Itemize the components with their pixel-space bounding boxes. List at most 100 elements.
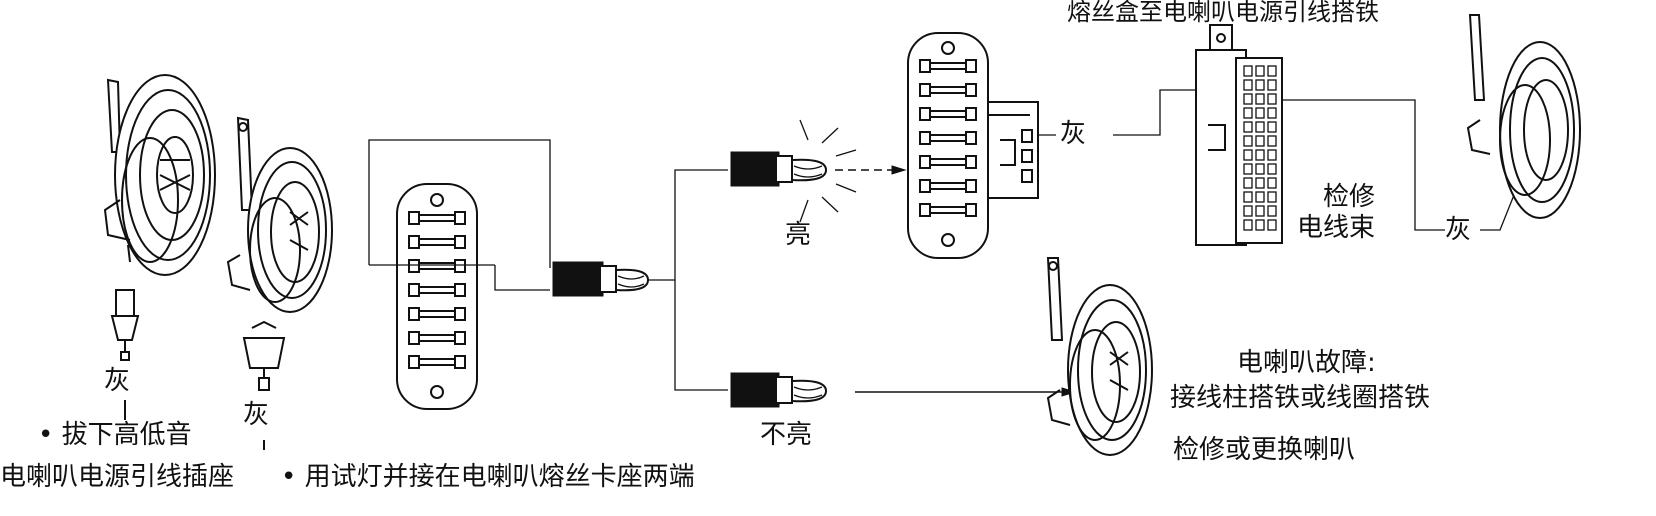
fuse-terminal — [408, 259, 420, 273]
harness-pin — [1255, 149, 1265, 161]
harness-pin — [1243, 177, 1253, 189]
harness-pin — [1267, 107, 1277, 119]
fuse-terminal — [965, 59, 977, 73]
light-rays — [799, 119, 857, 223]
label-lit: 亮 — [785, 220, 812, 250]
harness-pin — [1267, 219, 1277, 231]
label-repair-harness-2: 电线束 — [1297, 213, 1376, 243]
harness-pin — [1255, 65, 1265, 77]
wire-top-loop — [368, 139, 551, 268]
harness-pin — [1243, 135, 1253, 147]
fuse-terminal — [408, 211, 420, 225]
horn-left-large — [103, 74, 216, 276]
fuse-terminal — [965, 179, 977, 193]
wire-harness-to-horn — [1282, 99, 1445, 231]
fuse-terminal — [919, 179, 931, 193]
harness-pin — [1267, 65, 1277, 77]
harness-pin — [1267, 163, 1277, 175]
plug-left — [110, 289, 140, 420]
fuse-terminal — [965, 83, 977, 97]
fuse-terminal — [408, 307, 420, 321]
harness-pin — [1267, 79, 1277, 91]
harness-pin — [1255, 163, 1265, 175]
harness-pin — [1255, 191, 1265, 203]
label-top-title: 熔丝盒至电喇叭电源引线搭铁 — [1067, 0, 1379, 26]
fuse-terminal — [408, 355, 420, 369]
harness-pin — [1255, 93, 1265, 105]
fuse-terminal — [454, 355, 466, 369]
fuse-terminal — [965, 155, 977, 169]
label-step1-detail: 电喇叭电源引线插座 — [0, 462, 235, 492]
label-gray-left: 灰 — [104, 366, 131, 396]
harness-pin — [1243, 107, 1253, 119]
fuse-terminal — [408, 331, 420, 345]
fuse-terminal — [919, 83, 931, 97]
fuse-terminal — [919, 131, 931, 145]
harness-pin — [1255, 121, 1265, 133]
harness-pin — [1243, 205, 1253, 217]
fuse-terminal — [919, 203, 931, 217]
fuse-block-right — [907, 32, 1039, 259]
fuse-terminal — [454, 307, 466, 321]
fuse-terminal — [454, 235, 466, 249]
fuse-terminal — [454, 211, 466, 225]
fuse-terminal — [454, 283, 466, 297]
harness-pin — [1255, 107, 1265, 119]
fuse-terminal — [965, 203, 977, 217]
label-gray-right: 灰 — [243, 400, 270, 430]
harness-pin — [1267, 177, 1277, 189]
fuse-terminal — [919, 107, 931, 121]
arrow-lit-to-fuse — [835, 165, 907, 175]
fuse-terminal — [919, 155, 931, 169]
fuse-block-middle — [396, 183, 478, 410]
label-step1-bullet: • 拔下高低音 — [38, 420, 192, 450]
harness-pin — [1267, 191, 1277, 203]
fuse-terminal — [965, 131, 977, 145]
label-step2-bullet: • 用试灯并接在电喇叭熔丝卡座两端 — [281, 462, 695, 492]
harness-pin — [1267, 93, 1277, 105]
fuse-terminal — [408, 235, 420, 249]
plug-right — [242, 320, 286, 450]
label-not-lit: 不亮 — [760, 420, 813, 450]
harness-pin — [1243, 121, 1253, 133]
fuse-terminal — [454, 259, 466, 273]
horn-right-bottom — [1046, 257, 1153, 456]
arrow-unlit-to-horn — [855, 387, 1077, 397]
harness-pin — [1255, 205, 1265, 217]
harness-pin — [1267, 135, 1277, 147]
wire-gray-right — [1113, 89, 1205, 136]
wire-branch-up — [648, 169, 728, 281]
label-gray-connector: 灰 — [1060, 119, 1087, 149]
wire-fuse-to-lamp-b — [494, 265, 550, 291]
harness-pin — [1243, 93, 1253, 105]
harness-pin — [1243, 79, 1253, 91]
harness-pin — [1255, 135, 1265, 147]
harness-pin — [1243, 149, 1253, 161]
fuse-terminal — [919, 59, 931, 73]
label-fault-action: 检修或更换喇叭 — [1173, 435, 1356, 465]
label-repair-harness-1: 检修 — [1323, 182, 1376, 212]
harness-pin — [1243, 219, 1253, 231]
test-lamp-lit — [730, 151, 828, 187]
fuse-terminal — [408, 283, 420, 297]
harness-pin — [1255, 219, 1265, 231]
harness-pin — [1255, 79, 1265, 91]
fuse-terminal — [454, 331, 466, 345]
harness-pin — [1243, 163, 1253, 175]
fuse-terminal — [965, 107, 977, 121]
test-lamp-middle — [552, 261, 650, 297]
harness-pin — [1243, 65, 1253, 77]
harness-pin — [1267, 121, 1277, 133]
harness-pin — [1255, 177, 1265, 189]
horn-right-top — [1466, 14, 1581, 219]
label-gray-harness: 灰 — [1445, 215, 1472, 245]
harness-pin — [1267, 205, 1277, 217]
harness-pin — [1243, 191, 1253, 203]
horn-left-small — [226, 116, 333, 313]
harness-connector — [1195, 24, 1283, 246]
label-fault-line1: 电喇叭故障: — [1237, 348, 1376, 378]
harness-pin — [1267, 149, 1277, 161]
test-lamp-unlit — [730, 372, 828, 408]
label-fault-line2: 接线柱搭铁或线圈搭铁 — [1170, 383, 1431, 413]
